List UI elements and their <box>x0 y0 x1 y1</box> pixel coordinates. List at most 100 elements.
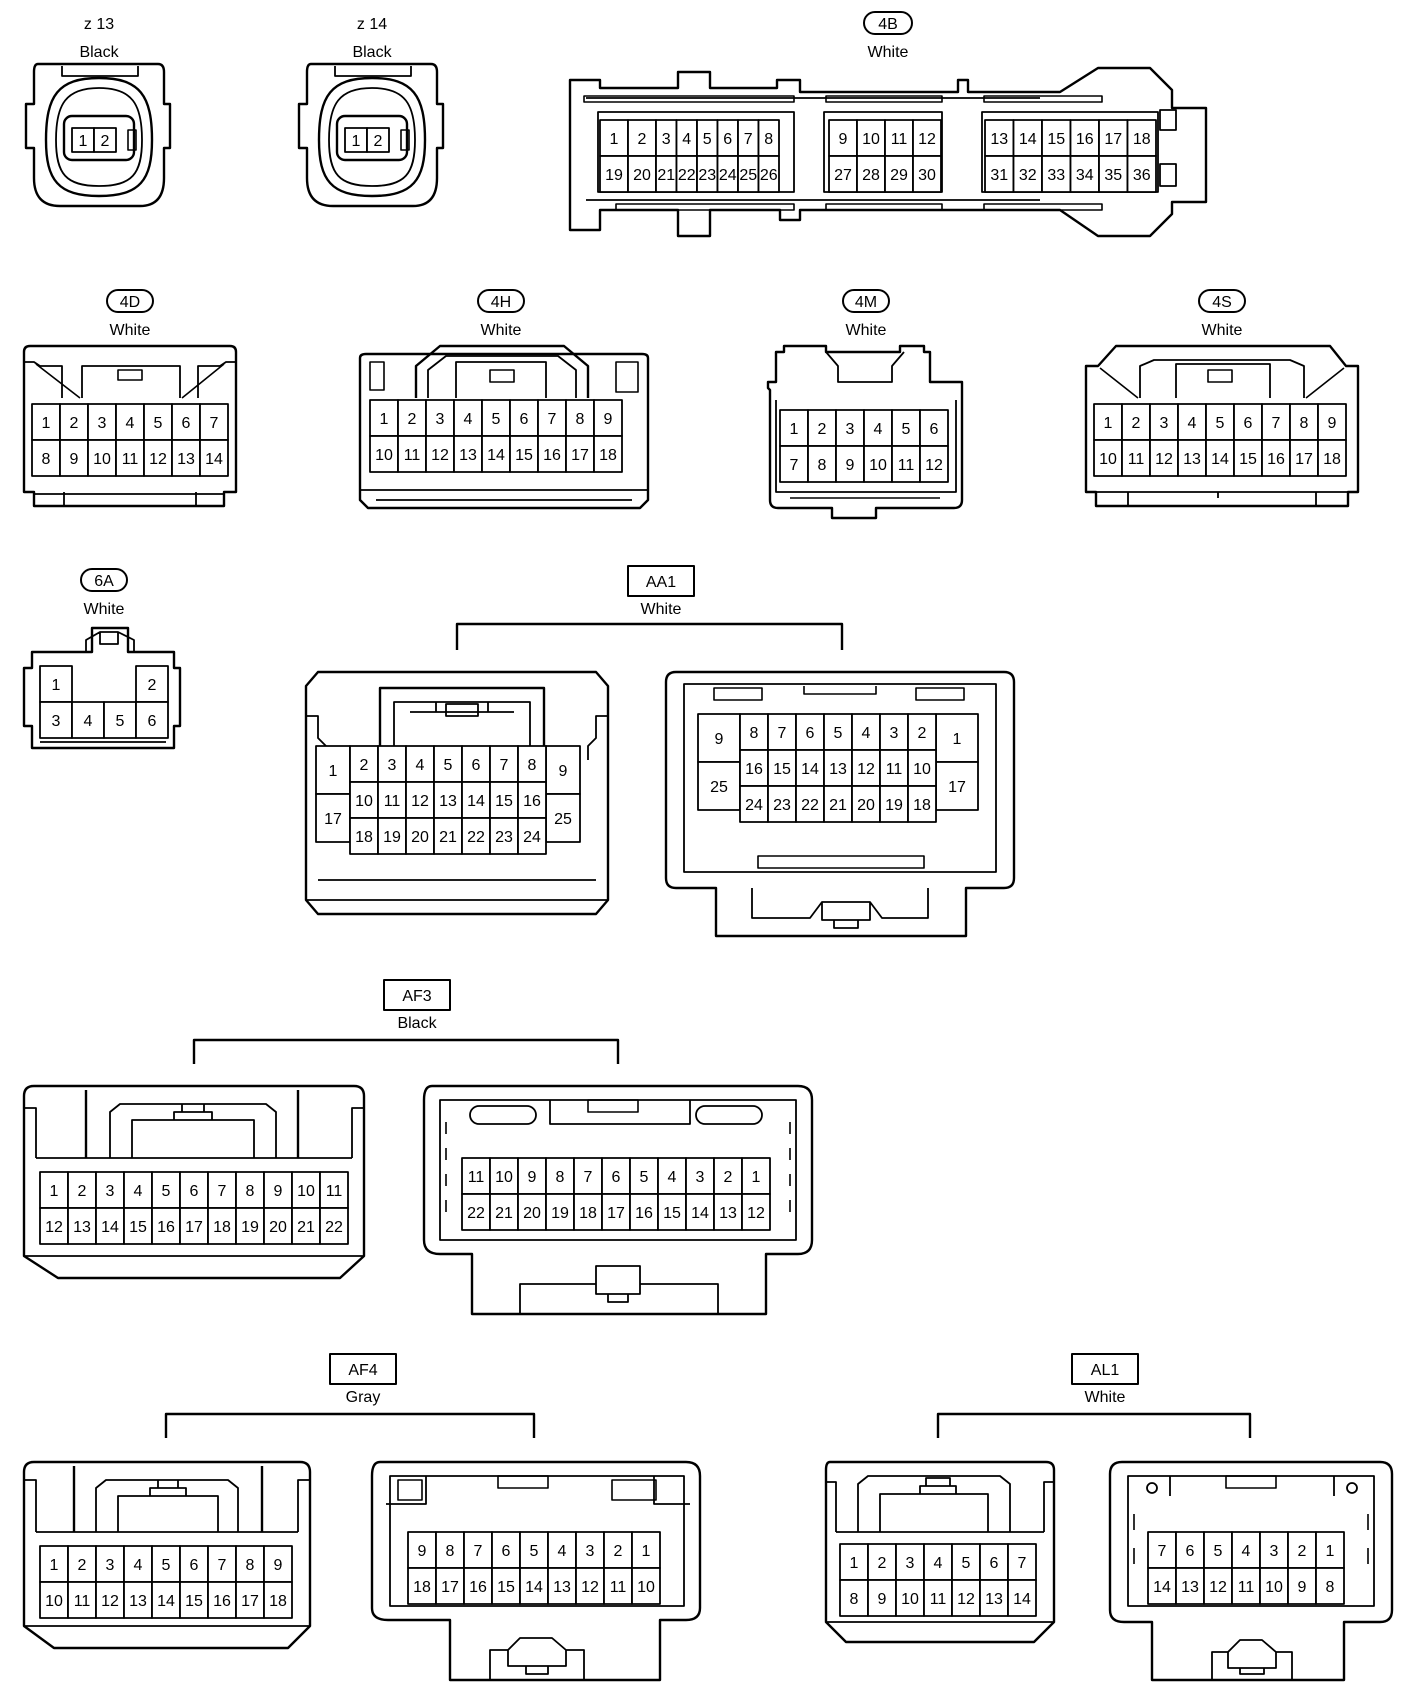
pin-cell: 31 <box>984 155 1015 193</box>
pin-cell: 16 <box>537 435 567 473</box>
connector-housing <box>825 203 943 211</box>
pin-number: 5 <box>162 1557 171 1574</box>
pin-cell: 18 <box>349 817 379 855</box>
pin-cell: 11 <box>879 749 909 787</box>
connector-housing <box>55 87 143 187</box>
pin-cell: 3 <box>425 399 455 437</box>
pin-cell: 1 <box>39 1545 69 1583</box>
pin-cell: 21 <box>433 817 463 855</box>
pin-number: 16 <box>1076 131 1094 148</box>
connector-housing <box>1211 1639 1293 1680</box>
pin-cell: 7 <box>463 1531 493 1569</box>
connector-housing <box>983 203 1103 211</box>
pin-cell: 6 <box>179 1545 209 1583</box>
connector-housing <box>915 687 965 701</box>
pin-number: 10 <box>375 447 393 464</box>
pin-number: 6 <box>182 415 191 432</box>
pin-cell: 12 <box>912 119 942 157</box>
pin-cell: 1 <box>839 1543 869 1581</box>
pin-cell: 12 <box>919 445 949 483</box>
pin-number: 11 <box>384 793 401 810</box>
pin-number: 12 <box>1209 1579 1227 1596</box>
pin-cell: 14 <box>95 1207 125 1245</box>
pin-cell: 2 <box>907 713 937 751</box>
pin-number: 13 <box>1183 451 1201 468</box>
connector-code: 4D <box>120 294 140 311</box>
pin-number: 6 <box>612 1169 621 1186</box>
pin-number: 4 <box>134 1557 143 1574</box>
pin-cell: 1 <box>1093 403 1123 441</box>
connector-code: z 13 <box>84 16 114 33</box>
pin-number: 21 <box>495 1205 513 1222</box>
pin-number: 7 <box>218 1557 227 1574</box>
pin-number: 3 <box>662 131 671 148</box>
connector-housing <box>1127 1475 1375 1607</box>
pin-number: 3 <box>436 411 445 428</box>
pin-cell: 13 <box>171 439 201 477</box>
connector-housing <box>22 626 182 750</box>
pin-cell: 10 <box>907 749 937 787</box>
pin-cell: 9 <box>828 119 858 157</box>
pin-number: 12 <box>101 1593 119 1610</box>
pin-number: 1 <box>329 763 338 780</box>
pin-number: 6 <box>930 421 939 438</box>
pin-cell: 11 <box>603 1567 633 1605</box>
connector-color: Black <box>397 1015 437 1032</box>
pin-cell: 11 <box>377 781 407 819</box>
pin-number: 22 <box>467 829 485 846</box>
pin-cell: 23 <box>767 785 797 823</box>
pin-number: 12 <box>918 131 936 148</box>
pin-cell: 13 <box>67 1207 97 1245</box>
pin-number: 24 <box>719 167 737 184</box>
pin-number: 14 <box>487 447 505 464</box>
connector-badge <box>80 568 128 592</box>
connector-housing <box>427 355 577 398</box>
pin-cell: 5 <box>103 701 137 739</box>
pin-cell: 4 <box>675 119 698 157</box>
pin-number: 16 <box>543 447 561 464</box>
pin-cell: 6 <box>135 701 169 739</box>
pin-cell: 12 <box>575 1567 605 1605</box>
connector-color: White <box>641 601 682 618</box>
connector-housing <box>824 1460 1056 1644</box>
pin-number: 6 <box>502 1543 511 1560</box>
pin-cell: 9 <box>697 713 741 763</box>
pin-number: 3 <box>586 1543 595 1560</box>
pin-cell: 6 <box>979 1543 1009 1581</box>
pin-number: 13 <box>985 1591 1003 1608</box>
pin-cell: 9 <box>407 1531 437 1569</box>
pin-number: 16 <box>635 1205 653 1222</box>
pin-number: 6 <box>1186 1543 1195 1560</box>
pin-cell: 4 <box>71 701 105 739</box>
pin-cell: 13 <box>433 781 463 819</box>
pin-cell: 25 <box>697 761 741 811</box>
pin-number: 18 <box>269 1593 287 1610</box>
pin-number: 4 <box>84 713 93 730</box>
pin-cell: 13 <box>1175 1567 1205 1605</box>
connector-housing <box>1139 359 1305 398</box>
pin-number: 4 <box>862 725 871 742</box>
pin-number: 18 <box>1133 131 1151 148</box>
pin-cell: 5 <box>151 1545 181 1583</box>
pin-number: 19 <box>885 797 903 814</box>
pin-cell: 18 <box>1126 119 1157 157</box>
pin-number: 4 <box>682 131 691 148</box>
pin-cell: 10 <box>895 1579 925 1617</box>
pin-number: 9 <box>878 1591 887 1608</box>
pin-cell: 5 <box>143 403 173 441</box>
pin-number: 5 <box>162 1183 171 1200</box>
pin-cell: 8 <box>839 1579 869 1617</box>
pin-cell: 17 <box>1289 439 1319 477</box>
connector-housing <box>369 361 385 391</box>
pin-number: 10 <box>913 761 931 778</box>
pin-number: 4 <box>134 1183 143 1200</box>
pin-cell: 11 <box>1231 1567 1261 1605</box>
pin-cell: 18 <box>907 785 937 823</box>
pin-cell: 3 <box>655 119 678 157</box>
pin-cell: 14 <box>199 439 229 477</box>
pin-number: 16 <box>469 1579 487 1596</box>
pin-number: 14 <box>157 1593 175 1610</box>
connector-housing <box>1099 367 1345 399</box>
pin-number: 2 <box>1298 1543 1307 1560</box>
connector-code: 4B <box>878 16 898 33</box>
